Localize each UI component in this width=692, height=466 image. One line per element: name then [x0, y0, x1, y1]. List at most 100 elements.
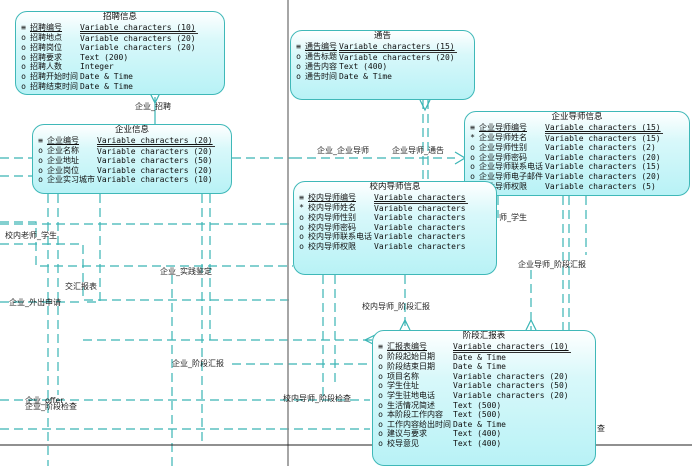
attribute-type: Variable characters (15) — [545, 162, 661, 172]
attribute-name: 校内导师联系电话 — [308, 232, 372, 242]
attribute-type: Variable characters (20) — [97, 146, 213, 156]
crowsfoot — [525, 318, 537, 331]
rel-label-company-recruit[interactable]: 企业_招聘 — [135, 102, 171, 111]
attribute-type: Date & Time — [339, 71, 392, 81]
attribute-name: 通告时间 — [305, 71, 337, 81]
attribute-type: Text (200) — [80, 52, 129, 62]
attribute-type: Variable characters — [374, 222, 466, 232]
attribute-name: 招聘人数 — [30, 62, 62, 72]
rel-label-company-mentor-notice[interactable]: 企业导师_通告 — [392, 146, 444, 155]
rel-line — [83, 194, 101, 303]
attribute-name: 校导意见 — [387, 438, 419, 448]
attribute-type: Date & Time — [80, 71, 133, 81]
attribute-type: Text (400) — [453, 429, 502, 439]
attribute-type: Text (500) — [453, 410, 502, 420]
attribute-type: Variable characters (10) — [97, 175, 213, 185]
attribute-type: Variable characters (20) — [339, 52, 455, 62]
attribute-name: 企业导师姓名 — [479, 133, 527, 143]
attribute-marker: o — [299, 213, 304, 223]
attribute-type: Variable characters — [374, 232, 466, 242]
attribute-row: o 企业名称 Variable characters (20) — [36, 146, 215, 156]
attribute-name: 建议与要求 — [387, 429, 427, 439]
rel-label-mentor-student[interactable]: 师_学生 — [499, 213, 527, 222]
attribute-name: 通告内容 — [305, 62, 337, 72]
attribute-marker: o — [378, 419, 383, 429]
entity-title: 阶段汇报表 — [462, 331, 506, 341]
rel-label-school-mentor-stage-check[interactable]: 校内导师_阶段检查 — [283, 394, 351, 403]
entity-title: 企业信息 — [114, 125, 149, 135]
attribute-name: 企业导师编号 — [479, 123, 527, 132]
rel-label-company-offer[interactable]: 企业_offer — [25, 396, 64, 405]
attribute-type: Variable characters (20) — [97, 165, 213, 175]
attribute-type: Variable characters (20) — [545, 152, 661, 162]
attribute-name: 生活情况简述 — [387, 400, 435, 410]
attribute-type: Integer — [80, 62, 114, 72]
attribute-marker: o — [38, 165, 43, 175]
attribute-name: 校内导师权限 — [308, 241, 356, 251]
attribute-marker: o — [299, 241, 304, 251]
rel-label-company-stage-report[interactable]: 企业_阶段汇报 — [172, 359, 224, 368]
attribute-type: Variable characters (5) — [545, 181, 656, 191]
attribute-type: Variable characters (20) — [545, 171, 661, 181]
rel-label-company-practice-eval[interactable]: 企业_实践鉴定 — [160, 267, 212, 276]
rel-label-company-company-mentor[interactable]: 企业_企业导师 — [317, 146, 369, 155]
attribute-type: Date & Time — [80, 81, 133, 91]
attribute-marker: o — [21, 43, 26, 53]
attribute-type: Variable characters (50) — [453, 381, 569, 391]
attribute-name: 企业名称 — [47, 146, 79, 156]
rel-label-company-out-apply[interactable]: 企业_外出申请 — [9, 298, 61, 307]
rel-label-school-teacher-student[interactable]: 校内老师_学生 — [5, 231, 57, 240]
entity-title: 校内导师信息 — [369, 182, 421, 192]
attribute-type: Variable characters — [374, 193, 468, 204]
attribute-marker: o — [38, 146, 43, 156]
attribute-marker: o — [21, 52, 26, 62]
rel-label-check-partial[interactable]: 查 — [597, 424, 605, 433]
attribute-name: 招聘结束时间 — [30, 81, 78, 91]
attribute-type: Variable characters (15) — [545, 133, 661, 143]
attribute-name: 企业岗位 — [47, 165, 79, 175]
attribute-name: 招聘开始时间 — [30, 71, 78, 81]
attribute-marker: o — [378, 362, 383, 372]
attribute-name: 企业实习城市 — [47, 175, 95, 185]
rel-label-company-mentor-stage-report[interactable]: 企业导师_阶段汇报 — [518, 260, 586, 269]
rel-label-submit-report[interactable]: 交汇报表 — [65, 282, 97, 291]
attribute-name: 项目名称 — [387, 371, 419, 381]
rel-label-company-stage-check[interactable]: 企业_阶段检查 — [25, 402, 77, 411]
attribute-marker: ≡ — [378, 342, 383, 351]
attribute-type: Variable characters (20) — [453, 390, 569, 400]
rel-label-school-mentor-stage-report[interactable]: 校内导师_阶段汇报 — [362, 302, 430, 311]
attribute-type: Variable characters (20) — [453, 371, 569, 381]
crowsfoot — [399, 318, 411, 331]
attribute-marker: ≡ — [296, 42, 301, 51]
crowsfoot — [149, 92, 161, 105]
attribute-name: 汇报表编号 — [387, 342, 427, 351]
attribute-marker: o — [378, 371, 383, 381]
attribute-name: 校内导师密码 — [308, 222, 356, 232]
attribute-name: 校内导师姓名 — [308, 203, 356, 213]
attribute-name: 工作内容给出时间 — [387, 419, 451, 429]
